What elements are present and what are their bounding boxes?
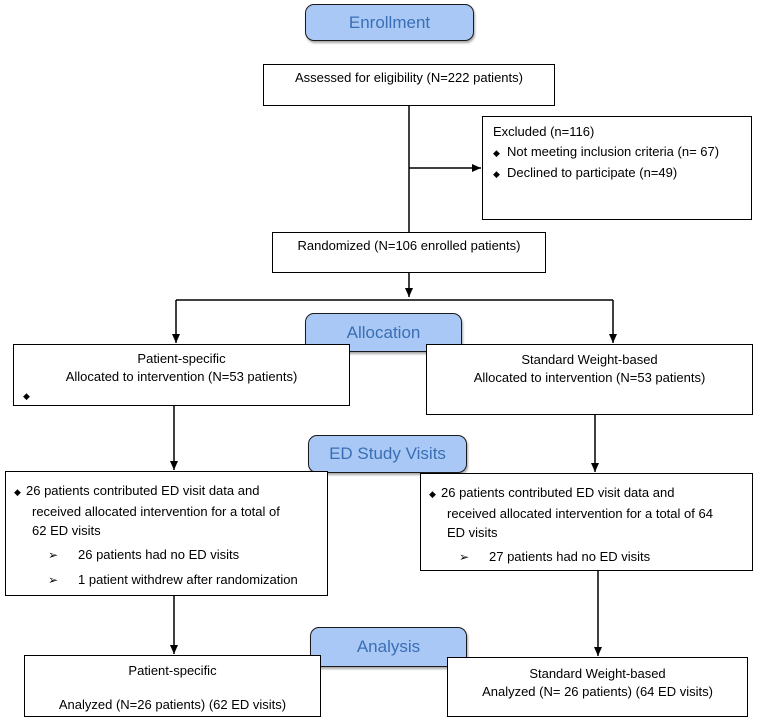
visits-left-line: 62 ED visits — [32, 523, 101, 538]
allocation-right-box: Standard Weight-based Allocated to inter… — [426, 344, 753, 415]
randomized-text: Randomized (N=106 enrolled patients) — [297, 238, 521, 253]
visits-left-subitem: ➢ 26 patients had no ED visits — [14, 545, 327, 565]
assessed-text: Assessed for eligibility (N=222 patients… — [295, 70, 523, 85]
visits-right-line-text: 26 patients contributed ED visit data an… — [441, 485, 675, 500]
analysis-right-line: Analyzed (N= 26 patients) (64 ED visits) — [482, 684, 713, 699]
excluded-item: ◆ Not meeting inclusion criteria (n= 67) — [493, 143, 751, 162]
stage-analysis-label: Analysis — [356, 637, 421, 656]
analysis-left-box: Patient-specific Analyzed (N=26 patients… — [24, 655, 321, 717]
visits-right-subitem-text: 27 patients had no ED visits — [489, 549, 651, 564]
allocation-left-box: Patient-specific Allocated to interventi… — [13, 344, 350, 406]
diamond-bullet-icon: ◆ — [14, 487, 21, 497]
visits-left-line: ◆ 26 patients contributed ED visit data a… — [14, 481, 327, 502]
arrowhead-bullet-icon: ➢ — [48, 573, 59, 587]
assessed-box: Assessed for eligibility (N=222 patients… — [263, 64, 555, 106]
visits-left-box: ◆ 26 patients contributed ED visit data a… — [5, 471, 328, 596]
diamond-bullet-icon: ◆ — [23, 391, 30, 401]
allocation-right-line: Allocated to intervention (N=53 patients… — [473, 370, 706, 385]
allocation-left-line: Allocated to intervention (N=53 patients… — [65, 369, 298, 384]
stage-ed-study-visits-label: ED Study Visits — [329, 444, 446, 463]
visits-left-line-text: 26 patients contributed ED visit data an… — [26, 483, 260, 498]
diamond-bullet-icon: ◆ — [493, 169, 500, 179]
randomized-box: Randomized (N=106 enrolled patients) — [272, 232, 546, 273]
excluded-item-text: Not meeting inclusion criteria (n= 67) — [507, 144, 720, 159]
arrowhead-bullet-icon: ➢ — [459, 550, 470, 564]
stage-analysis: Analysis — [310, 627, 467, 667]
visits-right-box: ◆ 26 patients contributed ED visit data a… — [420, 473, 753, 571]
stage-enrollment: Enrollment — [305, 4, 474, 41]
visits-left-subitem: ➢ 1 patient withdrew after randomization — [14, 570, 327, 590]
diamond-bullet-icon: ◆ — [493, 148, 500, 158]
allocation-left-title: Patient-specific — [137, 351, 226, 366]
excluded-title: Excluded (n=116) — [493, 124, 595, 139]
allocation-right-title: Standard Weight-based — [521, 352, 658, 367]
analysis-right-title: Standard Weight-based — [529, 666, 666, 681]
visits-right-line: ◆ 26 patients contributed ED visit data a… — [429, 483, 752, 504]
visits-right-line: ED visits — [447, 525, 498, 540]
diamond-bullet-icon: ◆ — [429, 489, 436, 499]
excluded-box: Excluded (n=116) ◆ Not meeting inclusion … — [482, 116, 752, 220]
visits-left-line: received allocated intervention for a to… — [32, 504, 280, 519]
stage-allocation-label: Allocation — [346, 322, 421, 342]
stage-ed-study-visits: ED Study Visits — [308, 435, 467, 473]
stage-enrollment-label: Enrollment — [348, 12, 431, 32]
excluded-item: ◆ Declined to participate (n=49) — [493, 164, 751, 183]
analysis-right-box: Standard Weight-based Analyzed (N= 26 pa… — [447, 657, 748, 717]
excluded-item-text: Declined to participate (n=49) — [507, 165, 678, 180]
visits-left-subitem-text: 26 patients had no ED visits — [78, 547, 240, 562]
analysis-left-line: Analyzed (N=26 patients) (62 ED visits) — [58, 697, 287, 712]
arrowhead-bullet-icon: ➢ — [48, 548, 59, 562]
analysis-left-title: Patient-specific — [128, 663, 217, 678]
visits-left-subitem-text: 1 patient withdrew after randomization — [78, 572, 298, 587]
visits-right-subitem: ➢ 27 patients had no ED visits — [429, 547, 752, 567]
visits-right-line: received allocated intervention for a to… — [447, 506, 713, 521]
